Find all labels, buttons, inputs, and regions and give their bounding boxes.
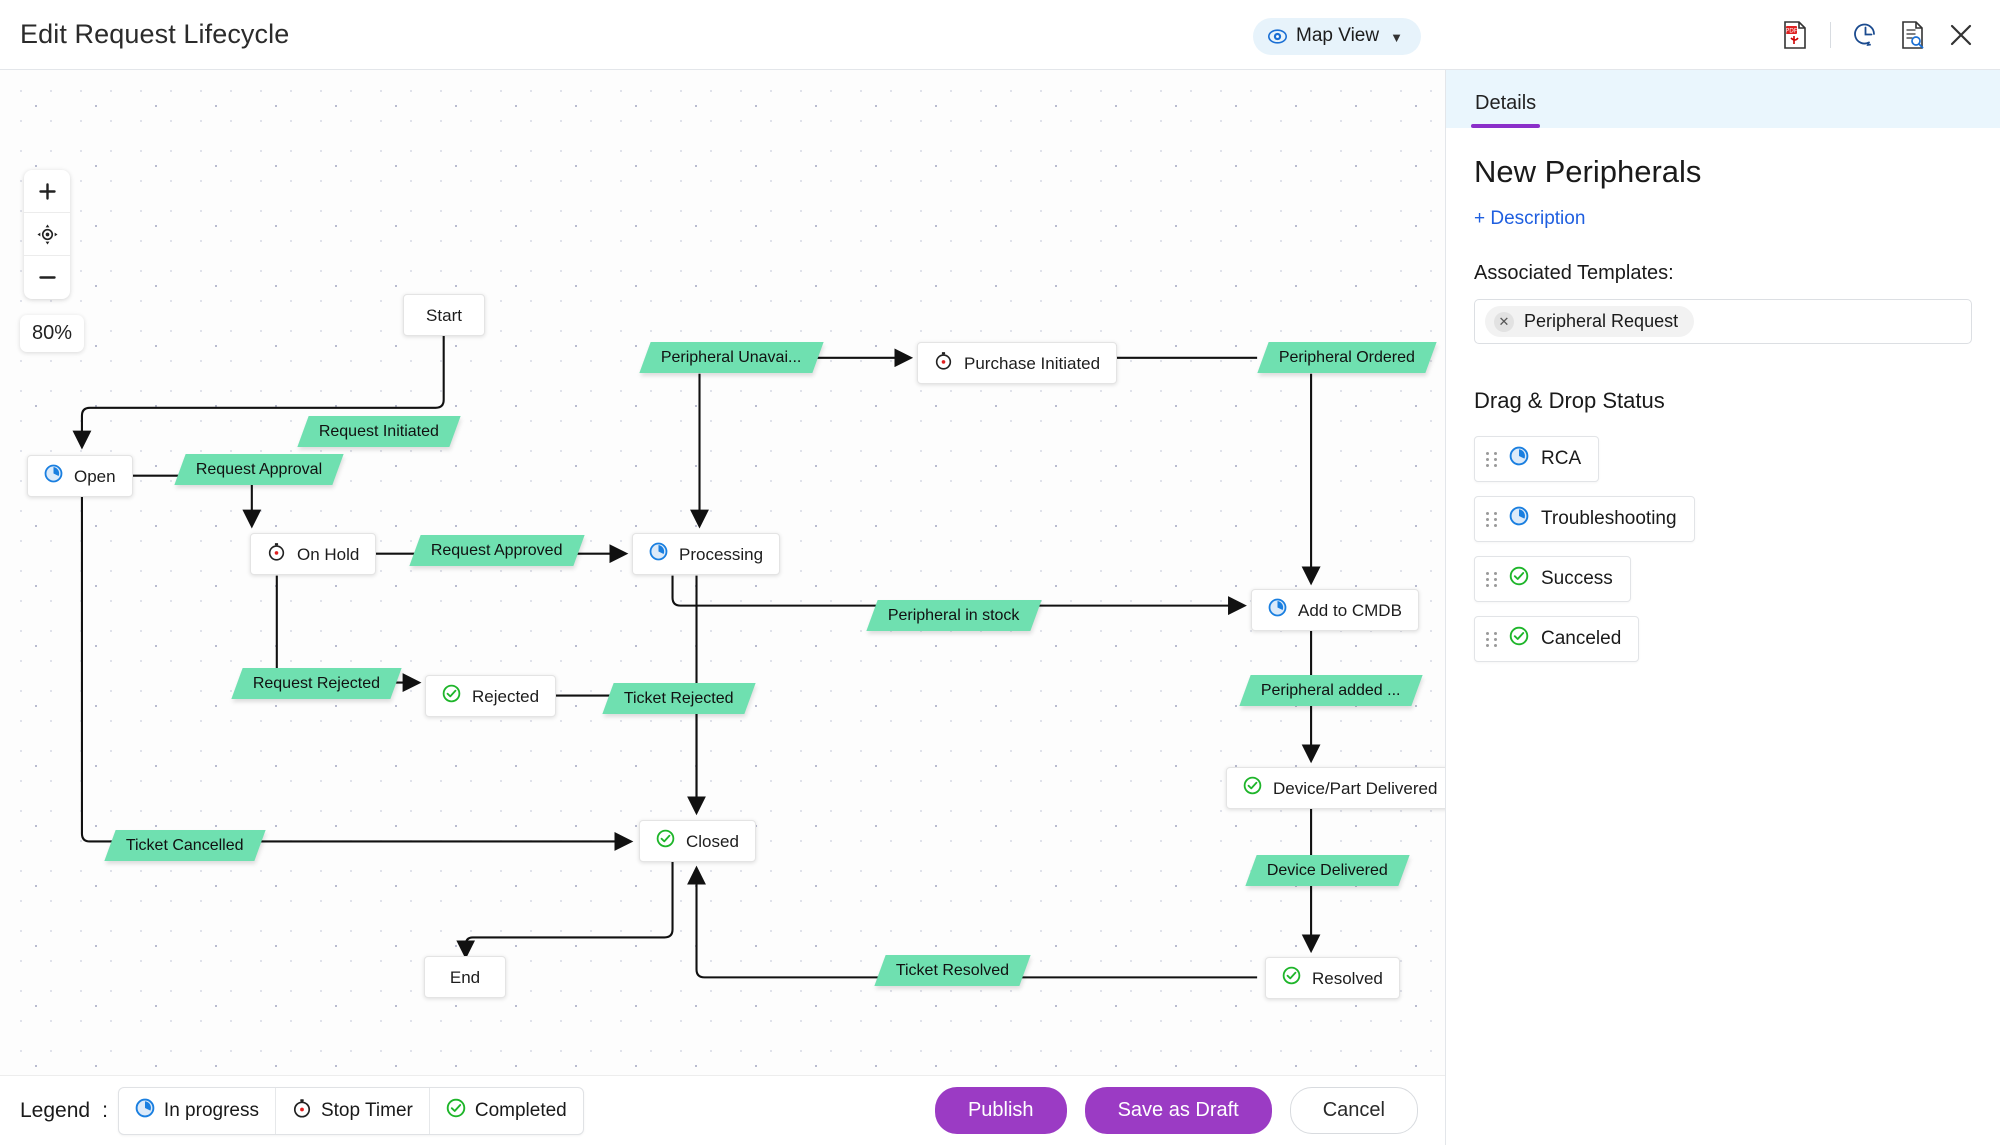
map-view-label: Map View: [1296, 25, 1380, 46]
map-view-dropdown[interactable]: Map View ▼: [1253, 18, 1421, 55]
completed-icon: [1282, 966, 1301, 990]
drag-handle-icon[interactable]: [1486, 631, 1497, 647]
transition-ticket-cancelled[interactable]: Ticket Cancelled: [104, 830, 266, 861]
completed-icon: [656, 829, 675, 853]
completed-icon: [442, 684, 461, 708]
editor-body: 80% Start End Open: [0, 70, 2000, 1145]
legend-item-completed: Completed: [430, 1088, 583, 1134]
panel-body: New Peripherals + Description Associated…: [1446, 128, 2000, 662]
zoom-level-indicator: 80%: [20, 315, 85, 352]
node-resolved[interactable]: Resolved: [1265, 957, 1400, 999]
zoom-in-button[interactable]: [24, 170, 70, 213]
focus-target-icon[interactable]: [24, 213, 70, 256]
add-description-link[interactable]: + Description: [1474, 208, 1586, 229]
save-as-draft-button[interactable]: Save as Draft: [1084, 1087, 1272, 1134]
completed-icon: [1509, 566, 1529, 592]
canvas-inner: 80% Start End Open: [0, 70, 1445, 1145]
chevron-down-icon: ▼: [1390, 29, 1403, 45]
transition-peripheral-added[interactable]: Peripheral added ...: [1239, 675, 1423, 706]
legend-item-stop-timer: Stop Timer: [276, 1087, 430, 1134]
transition-peripheral-ordered[interactable]: Peripheral Ordered: [1257, 342, 1437, 373]
tab-details[interactable]: Details: [1471, 92, 1541, 128]
publish-button[interactable]: Publish: [934, 1087, 1067, 1134]
stop-timer-icon: [267, 542, 286, 566]
completed-icon: [446, 1098, 466, 1124]
transition-request-approval[interactable]: Request Approval: [174, 454, 344, 485]
drag-handle-icon[interactable]: [1486, 511, 1497, 527]
transition-ticket-rejected[interactable]: Ticket Rejected: [602, 683, 756, 714]
node-purchase-initiated[interactable]: Purchase Initiated: [917, 342, 1118, 384]
zoom-out-button[interactable]: [24, 256, 70, 299]
legend-item-in-progress: In progress: [119, 1087, 276, 1134]
drag-handle-icon[interactable]: [1486, 571, 1497, 587]
workflow-edges: [72, 335, 1321, 979]
drag-drop-status-title: Drag & Drop Status: [1474, 388, 1665, 413]
footer-actions: Publish Save as Draft Cancel: [934, 1087, 1445, 1134]
node-processing[interactable]: Processing: [632, 533, 781, 575]
node-device-part-delivered[interactable]: Device/Part Delivered: [1226, 767, 1445, 809]
stop-timer-icon: [292, 1098, 312, 1124]
node-closed[interactable]: Closed: [639, 820, 756, 862]
close-icon[interactable]: ✕: [1494, 311, 1514, 332]
svg-text:PDF: PDF: [1786, 27, 1798, 34]
top-bar: Edit Request Lifecycle Map View ▼: [0, 0, 2000, 70]
associated-templates-field[interactable]: ✕ Peripheral Request: [1474, 299, 1972, 344]
transition-peripheral-unavailable[interactable]: Peripheral Unavai...: [639, 342, 824, 373]
details-panel: Details New Peripherals + Description As…: [1446, 70, 2000, 1145]
transition-request-approved[interactable]: Request Approved: [409, 535, 585, 566]
drag-status-item-rca[interactable]: RCA: [1474, 436, 1600, 482]
completed-icon: [1509, 626, 1529, 652]
footer-bar: Legend : In progress Stop Timer: [0, 1075, 1445, 1145]
transition-request-initiated[interactable]: Request Initiated: [297, 416, 461, 447]
drag-status-item-canceled[interactable]: Canceled: [1474, 616, 1640, 662]
workflow-canvas[interactable]: 80% Start End Open: [0, 70, 1446, 1145]
transition-request-rejected[interactable]: Request Rejected: [231, 668, 402, 699]
legend-box: In progress Stop Timer Completed: [117, 1086, 584, 1135]
in-progress-icon: [135, 1098, 155, 1124]
node-add-to-cmdb[interactable]: Add to CMDB: [1251, 589, 1419, 631]
top-bar-actions: PDF: [1782, 20, 2000, 49]
page-title: Edit Request Lifecycle: [20, 19, 290, 49]
drag-drop-status-list: RCA Troubleshooting Su: [1474, 436, 1972, 662]
eye-icon: [1268, 27, 1287, 46]
transition-peripheral-in-stock[interactable]: Peripheral in stock: [866, 600, 1042, 631]
completed-icon: [1243, 776, 1262, 800]
cancel-button[interactable]: Cancel: [1289, 1087, 1418, 1134]
stop-timer-icon: [934, 351, 953, 375]
close-icon[interactable]: [1947, 21, 1975, 49]
template-chip-peripheral-request[interactable]: ✕ Peripheral Request: [1485, 306, 1695, 337]
panel-tabs: Details: [1446, 70, 2000, 128]
document-search-icon[interactable]: [1900, 20, 1925, 49]
drag-handle-icon[interactable]: [1486, 451, 1497, 467]
toolbar-divider: [1830, 21, 1831, 48]
associated-templates-label: Associated Templates:: [1474, 262, 1674, 284]
node-open[interactable]: Open: [27, 455, 133, 497]
transition-ticket-resolved[interactable]: Ticket Resolved: [874, 955, 1031, 986]
node-on-hold[interactable]: On Hold: [250, 533, 377, 575]
transition-device-delivered[interactable]: Device Delivered: [1245, 855, 1410, 886]
in-progress-icon: [1268, 598, 1287, 622]
drag-status-item-success[interactable]: Success: [1474, 556, 1631, 602]
pdf-export-icon[interactable]: PDF: [1782, 20, 1808, 49]
in-progress-icon: [649, 542, 668, 566]
node-rejected[interactable]: Rejected: [425, 675, 557, 717]
zoom-controls[interactable]: [24, 170, 70, 299]
drag-status-item-troubleshooting[interactable]: Troubleshooting: [1474, 496, 1695, 542]
in-progress-icon: [1509, 446, 1529, 472]
in-progress-icon: [1509, 506, 1529, 532]
legend-label: Legend: [20, 1098, 91, 1122]
in-progress-icon: [44, 464, 63, 488]
history-clock-icon[interactable]: [1853, 21, 1878, 48]
node-start[interactable]: Start: [403, 294, 485, 336]
legend-colon: :: [102, 1098, 108, 1122]
panel-title: New Peripherals: [1474, 154, 1702, 189]
node-end[interactable]: End: [424, 956, 506, 998]
